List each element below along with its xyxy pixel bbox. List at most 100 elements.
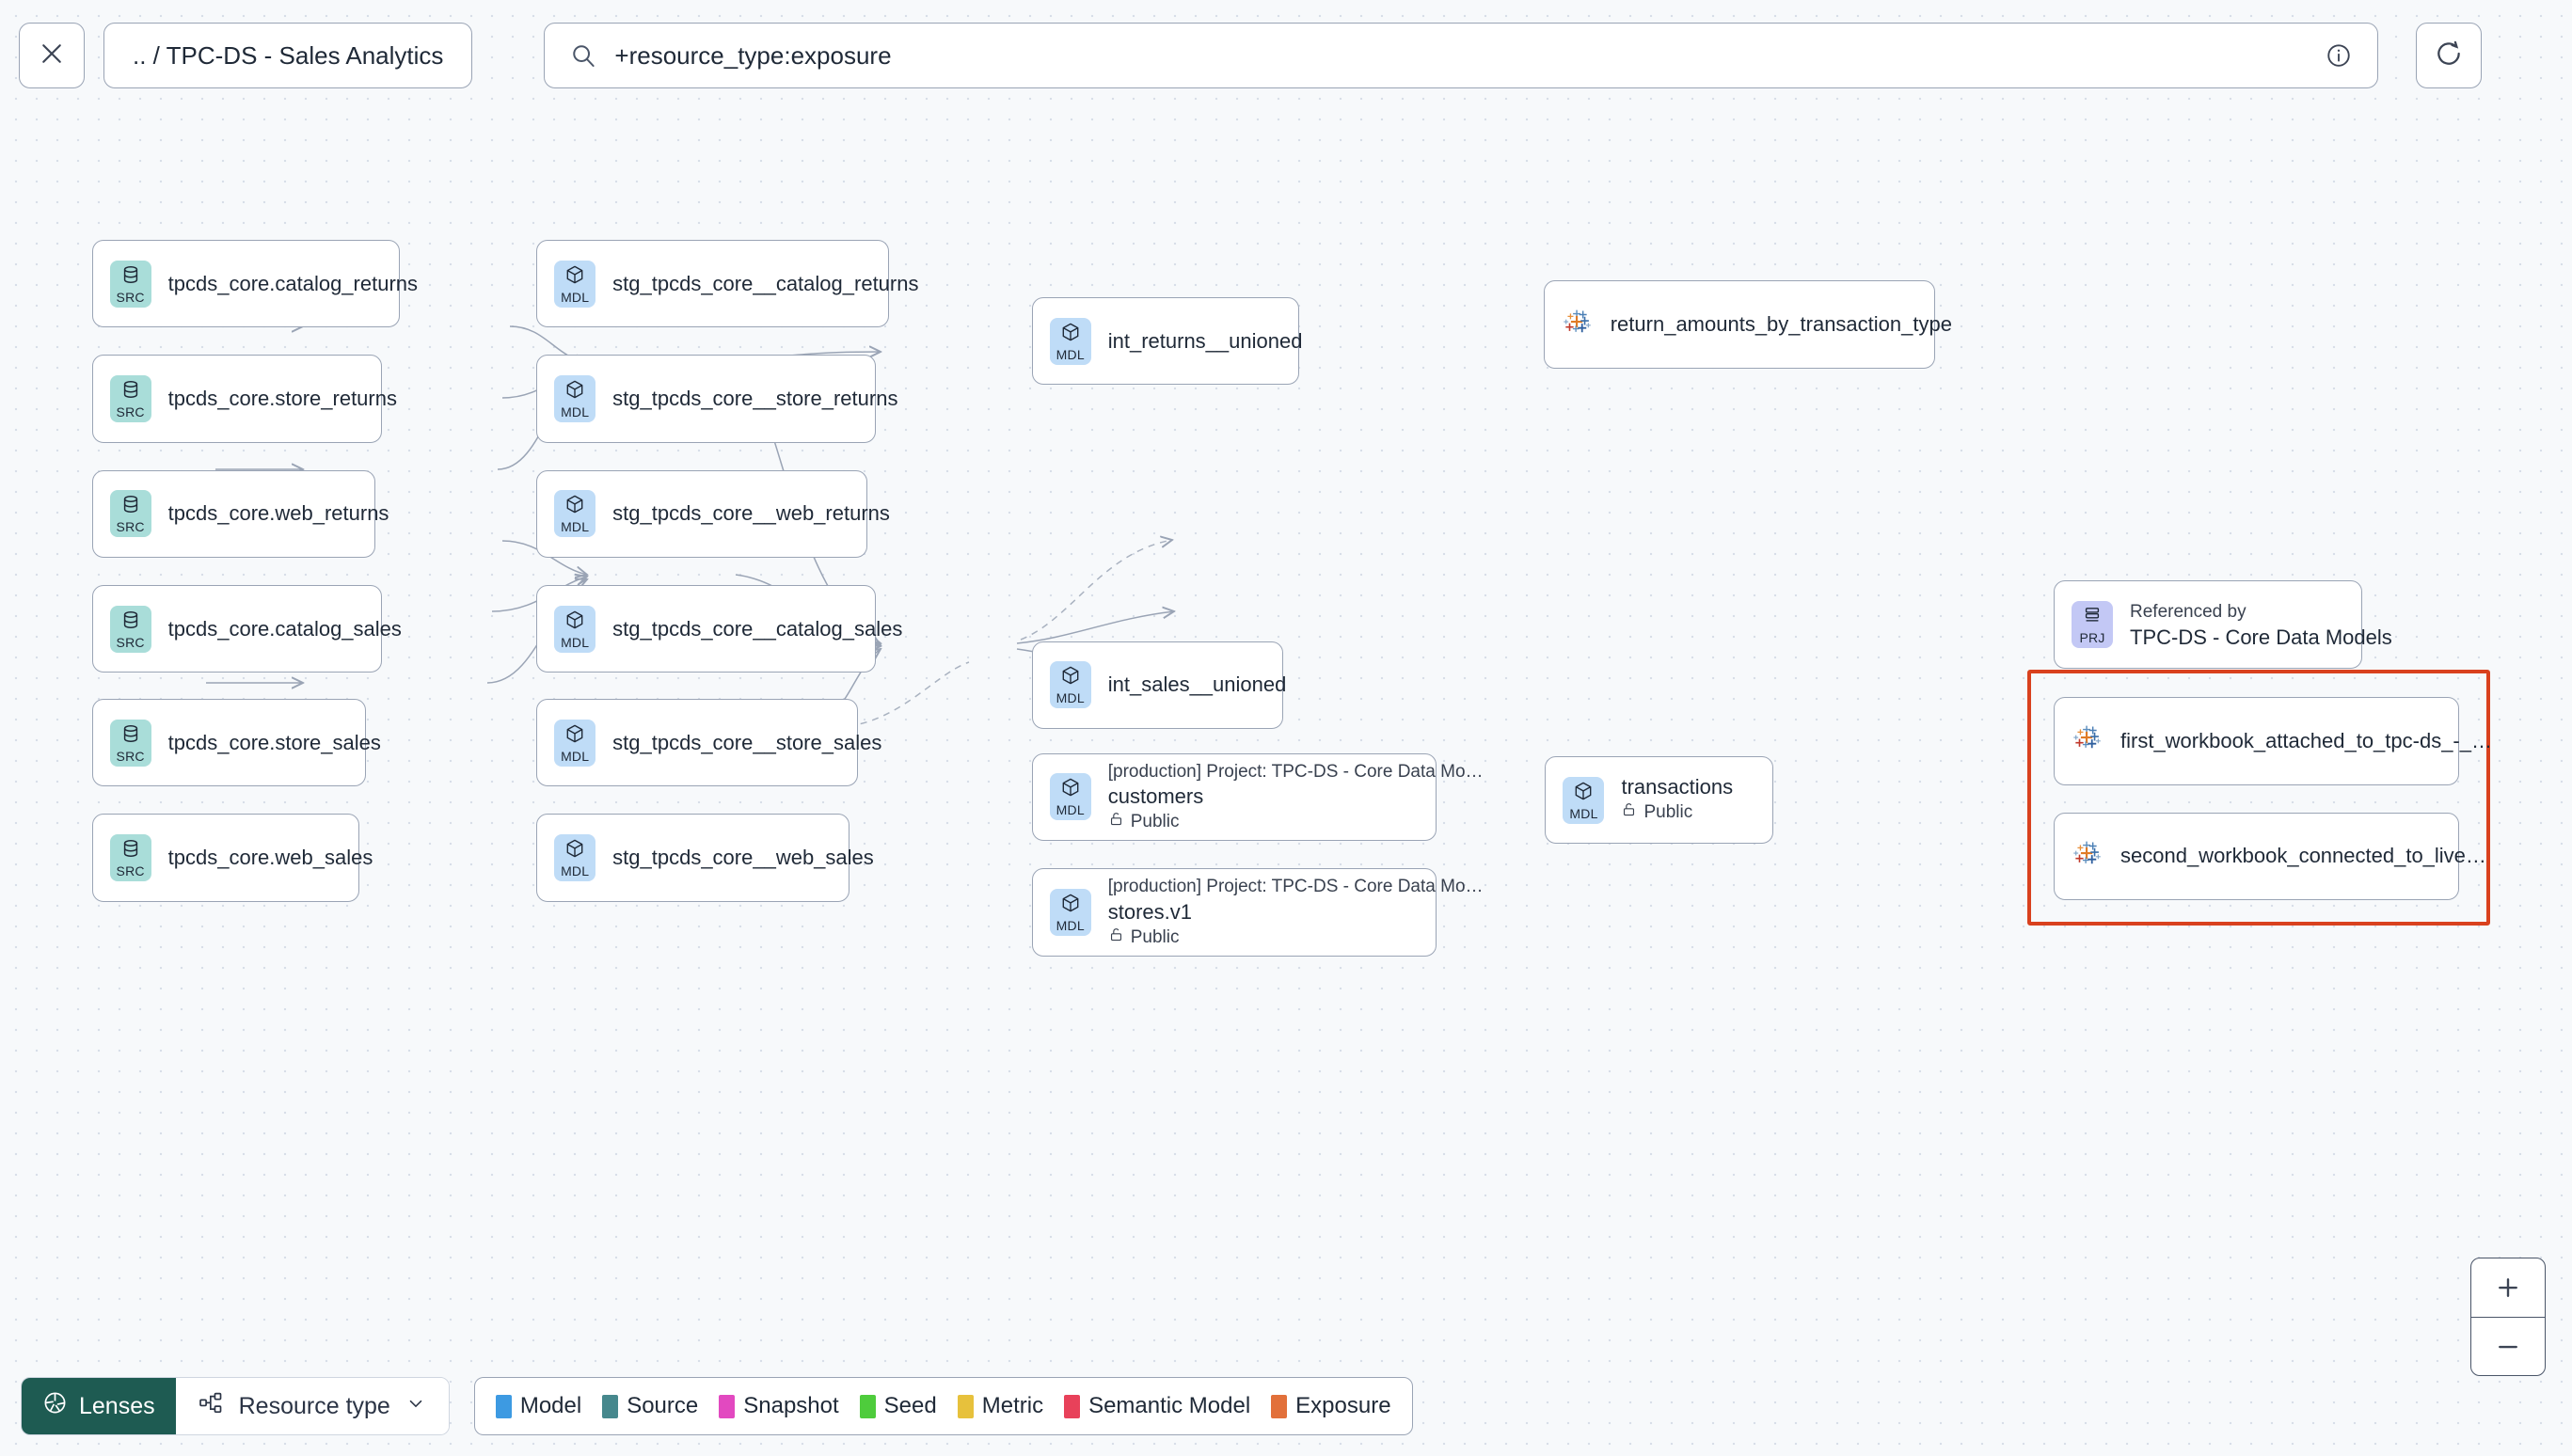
nodes-icon [198,1390,224,1422]
lenses-label: Lenses [79,1392,155,1419]
node-title: return_amounts_by_transaction_type [1610,312,1952,337]
cube-icon [564,264,585,290]
model-badge: MDL [1049,661,1091,709]
node-title: stg_tpcds_core__store_returns [612,386,898,410]
node-body: stg_tpcds_core__catalog_sales [612,617,902,641]
refresh-button[interactable] [2416,23,2483,88]
graph-node-mdl_customers[interactable]: MDL[production] Project: TPC-DS - Core D… [1031,752,1484,842]
database-icon [120,609,141,635]
badge-label: MDL [1056,346,1085,362]
graph-node-mdl_stg_web_sales[interactable]: MDL stg_tpcds_core__web_sales [536,814,874,902]
resource-type-label: Resource type [238,1392,390,1419]
badge-label: PRJ [2079,629,2105,645]
breadcrumb[interactable]: .. / TPC-DS - Sales Analytics [103,23,473,88]
legend-item-source[interactable]: Source [602,1393,698,1419]
source-badge: SRC [109,833,151,881]
node-body: second_workbook_connected_to_live… [2120,844,2486,868]
lock-icon [1108,925,1124,951]
node-title: stg_tpcds_core__web_sales [612,845,874,869]
source-badge: SRC [109,490,151,538]
legend-item-metric[interactable]: Metric [957,1393,1043,1419]
node-project-label: [production] Project: TPC-DS - Core Data… [1107,761,1484,782]
graph-node-mdl_stores_v1[interactable]: MDL[production] Project: TPC-DS - Core D… [1031,868,1484,957]
breadcrumb-label: .. / TPC-DS - Sales Analytics [133,40,444,70]
close-button[interactable] [19,23,85,88]
bottom-toolbar: Lenses Resource type [21,1377,1413,1435]
node-title: stg_tpcds_core__catalog_returns [612,271,919,295]
node-title: tpcds_core.catalog_sales [167,616,402,641]
info-icon[interactable] [2323,41,2355,70]
cube-icon [564,609,585,635]
search-input[interactable] [599,40,2324,71]
lock-icon [1108,809,1124,835]
graph-node-src_catalog_sales[interactable]: SRC tpcds_core.catalog_sales [91,585,402,673]
node-title: tpcds_core.store_returns [167,386,397,410]
graph-node-exp_first_workbook[interactable]: first_workbook_attached_to_tpc-ds_-_… [2054,697,2492,785]
node-body: tpcds_core.web_returns [168,501,389,526]
node-body: stg_tpcds_core__store_returns [612,386,898,411]
lens-control-group: Lenses Resource type [21,1377,450,1435]
node-title: int_sales__unioned [1107,673,1287,697]
cube-icon [564,379,585,404]
database-icon [120,723,141,749]
legend-swatch [495,1394,512,1418]
search-bar[interactable] [544,23,2379,88]
legend-label: Source [627,1393,699,1418]
model-badge: MDL [554,260,596,308]
node-body: first_workbook_attached_to_tpc-ds_-_… [2120,728,2492,753]
exposure-highlight-box [2027,670,2490,926]
legend-item-seed[interactable]: Seed [859,1393,937,1419]
badge-label: MDL [561,863,590,878]
node-project-label: [production] Project: TPC-DS - Core Data… [1107,877,1484,897]
refresh-icon [2434,39,2464,73]
node-title: int_returns__unioned [1107,328,1303,353]
legend-swatch [957,1394,974,1418]
badge-label: SRC [116,748,145,764]
legend-item-semantic-model[interactable]: Semantic Model [1064,1393,1250,1419]
legend-swatch [602,1394,619,1418]
legend-item-snapshot[interactable]: Snapshot [719,1393,839,1419]
tableau-icon [1562,307,1594,343]
graph-node-exp_return_amounts[interactable]: return_amounts_by_transaction_type [1543,280,1952,369]
graph-node-src_web_returns[interactable]: SRC tpcds_core.web_returns [91,469,389,559]
graph-node-mdl_int_returns_unioned[interactable]: MDL int_returns__unioned [1031,297,1303,386]
legend-label: Exposure [1295,1393,1391,1418]
badge-label: SRC [116,634,145,650]
node-visibility-label: Public [1643,801,1693,822]
zoom-out-button[interactable] [2471,1317,2545,1375]
node-body: int_returns__unioned [1107,328,1303,354]
node-visibility-label: Public [1130,812,1180,832]
graph-node-exp_second_workbook[interactable]: second_workbook_connected_to_live… [2054,812,2486,900]
zoom-in-button[interactable] [2471,1258,2545,1317]
database-icon [120,494,141,519]
badge-label: SRC [116,289,145,305]
resource-type-dropdown[interactable]: Resource type [175,1378,449,1434]
badge-label: MDL [561,634,590,650]
tableau-icon [2072,838,2104,875]
legend-item-exposure[interactable]: Exposure [1271,1393,1391,1419]
badge-label: MDL [561,289,590,305]
graph-node-mdl_int_sales_unioned[interactable]: MDL int_sales__unioned [1031,641,1287,730]
badge-label: SRC [116,863,145,878]
cube-icon [1060,777,1081,802]
lenses-button[interactable]: Lenses [22,1378,176,1434]
graph-node-mdl_stg_catalog_sales[interactable]: MDL stg_tpcds_core__catalog_sales [536,585,902,673]
graph-node-mdl_stg_catalog_returns[interactable]: MDL stg_tpcds_core__catalog_returns [536,239,919,328]
legend-item-model[interactable]: Model [495,1393,581,1419]
database-icon [120,264,141,290]
node-title: stores.v1 [1107,899,1192,924]
node-title: first_workbook_attached_to_tpc-ds_-_… [2120,728,2492,752]
node-body: stg_tpcds_core__web_sales [612,845,874,870]
cube-icon [1060,322,1081,347]
